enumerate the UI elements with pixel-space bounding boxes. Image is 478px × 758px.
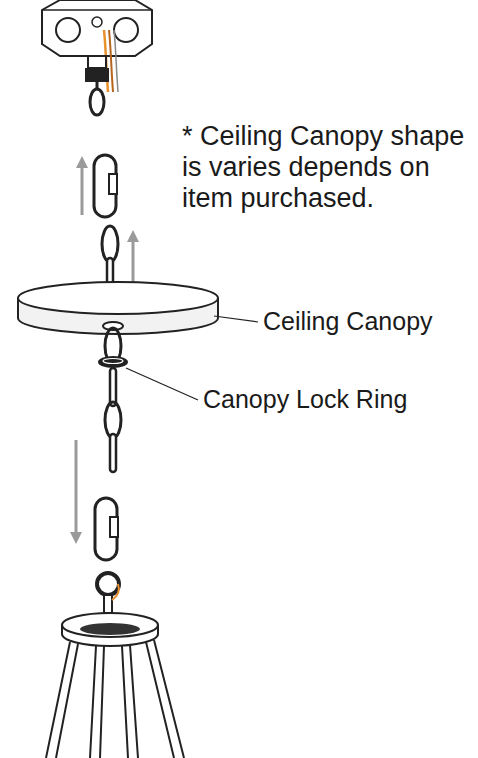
wire — [109, 30, 113, 92]
fixture-band — [80, 623, 140, 635]
direction-arrow — [75, 440, 78, 538]
knockout-hole — [56, 18, 80, 42]
hex-nut — [85, 68, 109, 82]
canopy-top — [18, 282, 218, 314]
junction-box — [42, 0, 152, 56]
chain-link — [110, 368, 116, 406]
chain-link — [105, 402, 121, 438]
wire — [112, 584, 119, 600]
fixture-arm — [90, 646, 104, 758]
quick-link — [95, 498, 117, 560]
link-barrel — [109, 174, 117, 194]
direction-arrow — [132, 236, 135, 282]
quick-link — [94, 155, 116, 217]
nipple — [88, 56, 106, 68]
chain-link — [110, 434, 116, 472]
fixture-plate-top — [62, 613, 158, 637]
hook-loop — [90, 89, 104, 115]
part-label: Ceiling Canopy — [263, 306, 473, 336]
canopy-lock-ring — [98, 356, 128, 368]
knockout-hole — [114, 18, 138, 42]
eye-hook — [97, 573, 119, 595]
part-label: Canopy Lock Ring — [203, 384, 473, 414]
wire — [114, 30, 118, 92]
chain-link — [102, 226, 118, 262]
link-barrel — [110, 517, 118, 537]
fixture-arm — [146, 640, 184, 758]
knockout-hole — [92, 17, 102, 27]
leader-line — [214, 316, 258, 322]
box-edge — [42, 9, 152, 11]
note-text: * Ceiling Canopy shape is varies depends… — [182, 121, 474, 214]
direction-arrow — [81, 162, 84, 215]
hook-stem — [104, 595, 112, 613]
leader-line — [126, 368, 198, 400]
fixture-arm — [46, 642, 78, 758]
ring-highlight — [103, 359, 123, 364]
fixture-arm — [122, 645, 138, 758]
